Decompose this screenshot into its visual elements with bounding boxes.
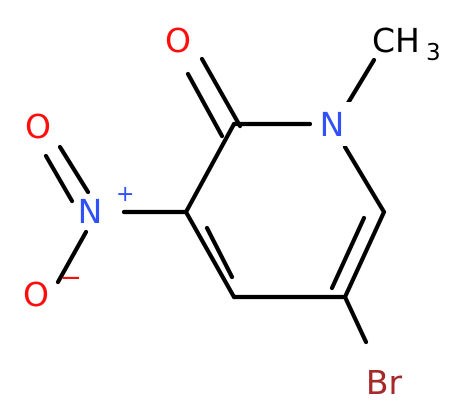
atom-methyl: CH 3 (372, 21, 441, 66)
ring-nitrogen-label: N (320, 105, 345, 144)
bond-nitro-o-bottom (55, 229, 89, 285)
bromine-label: Br (366, 363, 403, 402)
bond-nitro-o-top-a (57, 144, 91, 195)
nitro-oxygen-bottom-charge: − (60, 263, 82, 293)
nitro-nitrogen-label: N (78, 192, 103, 231)
bond-c3-c2 (183, 121, 237, 215)
bond-c2-o-b (185, 71, 225, 139)
bond-c6-c5-inner (329, 215, 367, 291)
atom-bromine: Br (366, 363, 403, 402)
atom-ring-nitrogen: N (312, 102, 352, 146)
bond-c4-c3 (183, 209, 237, 300)
bond-n1-methyl (345, 57, 377, 106)
bond-c6-c5 (342, 209, 387, 300)
atom-nitro-oxygen-bottom: O − (23, 263, 82, 314)
nitro-nitrogen-charge: + (116, 182, 134, 207)
bond-nitro-o-top-b (43, 153, 75, 204)
methyl-subscript: 3 (426, 40, 441, 66)
atom-carbonyl-oxygen: O (160, 18, 198, 62)
bond-c2-o-a (199, 56, 243, 129)
bond-c4-c3-inner (204, 225, 235, 280)
atom-nitro-oxygen-top: O (25, 107, 51, 146)
nitro-oxygen-top-label: O (25, 107, 51, 146)
bond-n1-c6 (342, 144, 387, 215)
bond-c5-br (342, 294, 369, 345)
methyl-label: CH (372, 21, 420, 60)
atom-nitro-nitrogen: N + (78, 182, 135, 231)
nitro-oxygen-bottom-label: O (23, 275, 49, 314)
carbonyl-oxygen-label: O (165, 21, 191, 60)
